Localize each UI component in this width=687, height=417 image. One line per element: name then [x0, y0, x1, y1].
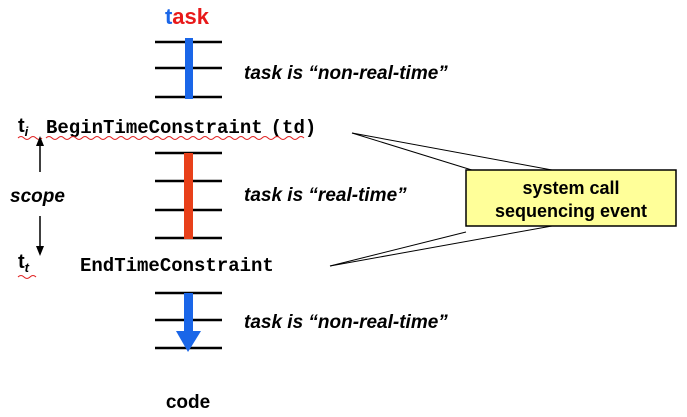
- ti-base: t: [18, 115, 25, 137]
- code-label: code: [166, 392, 210, 413]
- label-nonrt-top: task is “non-real-time”: [244, 63, 448, 84]
- tt-sub: t: [25, 260, 30, 275]
- callout-lines: [329, 132, 553, 267]
- spellcheck-underline-tt: [17, 275, 37, 279]
- callout-box: [465, 169, 677, 227]
- tt-base: t: [18, 251, 25, 273]
- ti-sub: i: [25, 124, 29, 139]
- begin-call-name: BeginTimeConstraint: [46, 117, 263, 139]
- task-title-part1: t: [165, 4, 173, 29]
- blue-bar-top: [185, 38, 193, 99]
- spellcheck-underline-begin: [17, 136, 305, 140]
- label-rt-mid: task is “real-time”: [244, 185, 407, 206]
- begin-call-text: BeginTimeConstraint (td): [46, 117, 316, 139]
- blue-arrowhead: [176, 331, 201, 352]
- task-title-part2: as: [172, 4, 196, 29]
- scope-arrow: [36, 136, 44, 256]
- scope-label: scope: [10, 186, 65, 207]
- blue-bar-bottom: [184, 293, 193, 333]
- task-title-part3: k: [197, 4, 210, 29]
- label-nonrt-bottom: task is “non-real-time”: [244, 312, 448, 333]
- begin-call-arg: (td): [271, 117, 317, 139]
- task-title: task: [165, 4, 210, 29]
- ti-marker: ti: [18, 115, 29, 139]
- red-bar-middle: [184, 153, 193, 239]
- tt-marker: tt: [18, 251, 30, 275]
- end-call-text: EndTimeConstraint: [80, 255, 274, 277]
- callout-line2: sequencing event: [495, 201, 647, 221]
- callout-line1: system call: [522, 178, 619, 198]
